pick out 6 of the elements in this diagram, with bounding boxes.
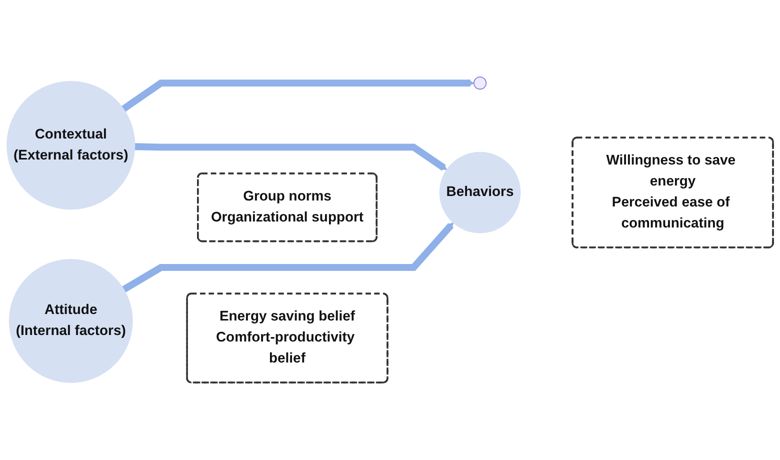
node-circle: Contextual (External factors) (6, 81, 136, 210)
node-circle: Attitude (Internal factors) (8, 259, 133, 384)
arrow (121, 80, 474, 112)
arrow (134, 143, 448, 171)
arrow (122, 222, 454, 293)
node-circle: Behaviors (439, 152, 521, 234)
